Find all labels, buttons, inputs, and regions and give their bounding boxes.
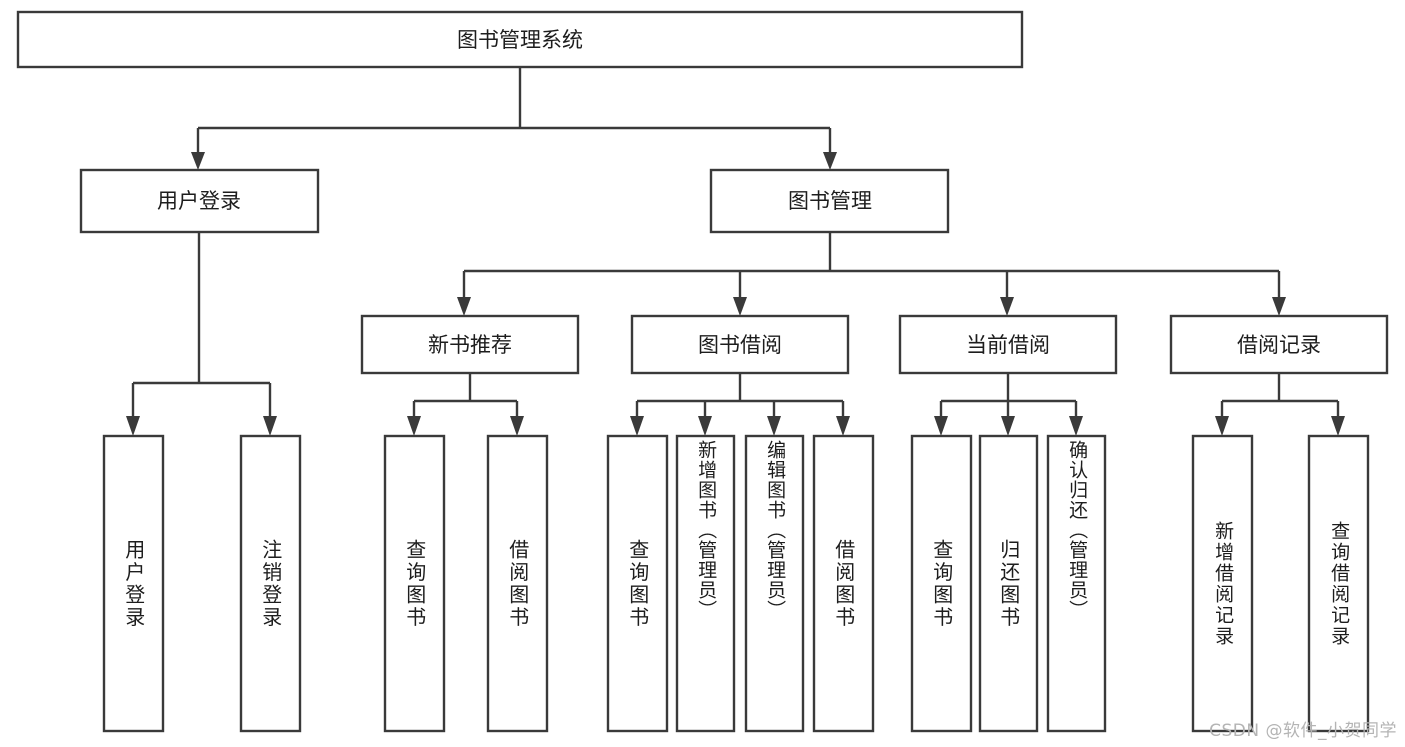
node-leaf-edit-book[interactable] xyxy=(744,434,805,733)
node-borrow-record[interactable]: 借阅记录 xyxy=(1169,314,1389,375)
node-book-manage-label: 图书管理 xyxy=(788,189,872,213)
node-leaf-borrow-book-1[interactable] xyxy=(486,434,549,733)
node-book-borrow-label: 图书借阅 xyxy=(698,333,782,357)
node-leaf-return-book[interactable] xyxy=(978,434,1039,733)
node-borrow-record-label: 借阅记录 xyxy=(1237,333,1321,357)
connector-newbook-to-leaves xyxy=(407,373,524,436)
node-leaf-logout[interactable] xyxy=(239,434,302,733)
node-leaf-query-record[interactable] xyxy=(1307,434,1370,733)
connector-userlogin-to-leaves xyxy=(126,232,277,436)
node-current-borrow-label: 当前借阅 xyxy=(966,333,1050,357)
node-leaf-query-book-2[interactable] xyxy=(606,434,669,733)
node-new-book-recommend[interactable]: 新书推荐 xyxy=(360,314,580,375)
node-book-borrow[interactable]: 图书借阅 xyxy=(630,314,850,375)
node-root-label: 图书管理系统 xyxy=(457,28,583,52)
node-leaf-query-book-3[interactable] xyxy=(910,434,973,733)
node-leaf-user-login[interactable] xyxy=(102,434,165,733)
node-leaf-confirm-return[interactable] xyxy=(1046,434,1107,733)
node-book-manage[interactable]: 图书管理 xyxy=(709,168,950,234)
node-leaf-query-book-1[interactable] xyxy=(383,434,446,733)
node-user-login-label: 用户登录 xyxy=(157,189,241,213)
connector-currentborrow-to-leaves xyxy=(934,373,1083,436)
connector-root-to-level2 xyxy=(191,67,837,170)
node-leaf-add-record[interactable] xyxy=(1191,434,1254,733)
connector-bookmanage-to-level3 xyxy=(457,232,1286,316)
node-leaf-borrow-book-2[interactable] xyxy=(812,434,875,733)
node-root[interactable]: 图书管理系统 xyxy=(16,10,1024,69)
connector-bookborrow-to-leaves xyxy=(630,373,850,436)
node-leaf-add-book[interactable] xyxy=(675,434,736,733)
connector-borrowrecord-to-leaves xyxy=(1215,373,1345,436)
node-current-borrow[interactable]: 当前借阅 xyxy=(898,314,1118,375)
node-user-login[interactable]: 用户登录 xyxy=(79,168,320,234)
node-new-book-recommend-label: 新书推荐 xyxy=(428,333,512,357)
